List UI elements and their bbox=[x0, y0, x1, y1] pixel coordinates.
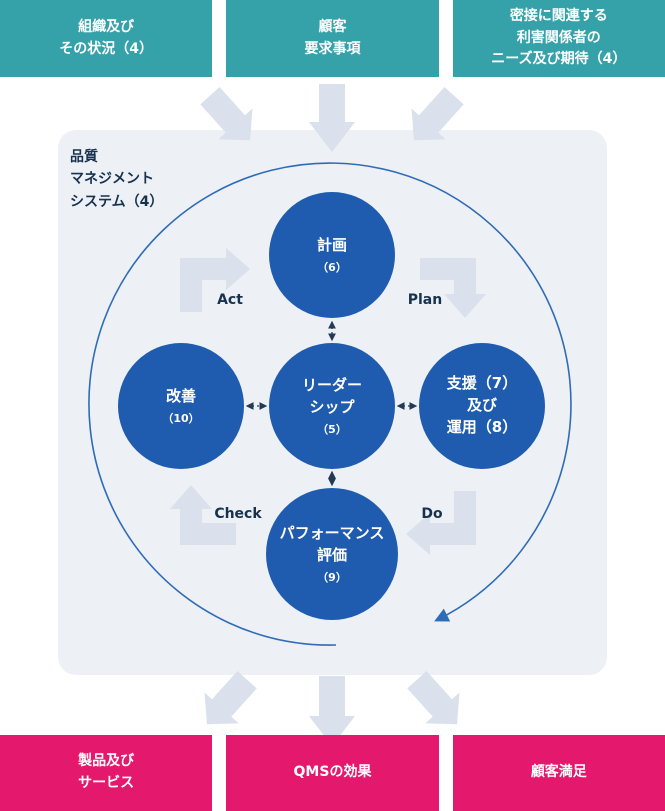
performance-evaluation-circle: パフォーマンス 評価 （9） bbox=[266, 488, 398, 620]
input-box-organization-context: 組織及び その状況（4） bbox=[0, 0, 213, 77]
support-operation-circle-label: 支援（7） 及び 運用（8） bbox=[446, 374, 518, 436]
input-box-stakeholder-needs: 密接に関連する 利害関係者の ニーズ及び期待（4） bbox=[452, 0, 665, 77]
pdca-label-check: Check bbox=[214, 506, 262, 522]
performance-evaluation-circle-label: パフォーマンス 評価 bbox=[279, 523, 385, 564]
output-box-products-services: 製品及び サービス bbox=[0, 735, 213, 811]
improvement-circle: 改善 （10） bbox=[118, 343, 244, 469]
plan-circle-clause: （6） bbox=[317, 261, 347, 275]
leadership-circle-clause: （5） bbox=[317, 423, 347, 437]
plan-circle: 計画 （6） bbox=[269, 192, 395, 318]
qms-panel-title: 品質 マネジメント システム（4） bbox=[70, 149, 164, 210]
improvement-circle-clause: （10） bbox=[162, 412, 200, 426]
input-box-customer-requirements: 顧客 要求事項 bbox=[226, 0, 439, 77]
output-boxes-row: 製品及び サービス QMSの効果 顧客満足 bbox=[0, 735, 665, 811]
input-boxes-row: 組織及び その状況（4） 顧客 要求事項 密接に関連する 利害関係者の ニーズ及… bbox=[0, 0, 665, 77]
pdca-label-act: Act bbox=[217, 292, 243, 308]
pdca-label-do: Do bbox=[421, 506, 443, 522]
output-arrow-left-icon bbox=[204, 671, 257, 725]
leadership-circle-label: リーダー シップ bbox=[301, 375, 362, 416]
improvement-circle-label: 改善 bbox=[165, 386, 196, 405]
performance-evaluation-circle-clause: （9） bbox=[317, 571, 347, 585]
support-operation-circle: 支援（7） 及び 運用（8） bbox=[419, 343, 545, 469]
output-box-customer-satisfaction: 顧客満足 bbox=[452, 735, 665, 811]
pdca-label-plan: Plan bbox=[407, 292, 443, 308]
plan-circle-label: 計画 bbox=[316, 235, 347, 254]
leadership-circle: リーダー シップ （5） bbox=[269, 343, 395, 469]
output-arrow-right-icon bbox=[407, 671, 460, 725]
output-box-qms-results: QMSの効果 bbox=[226, 735, 439, 811]
